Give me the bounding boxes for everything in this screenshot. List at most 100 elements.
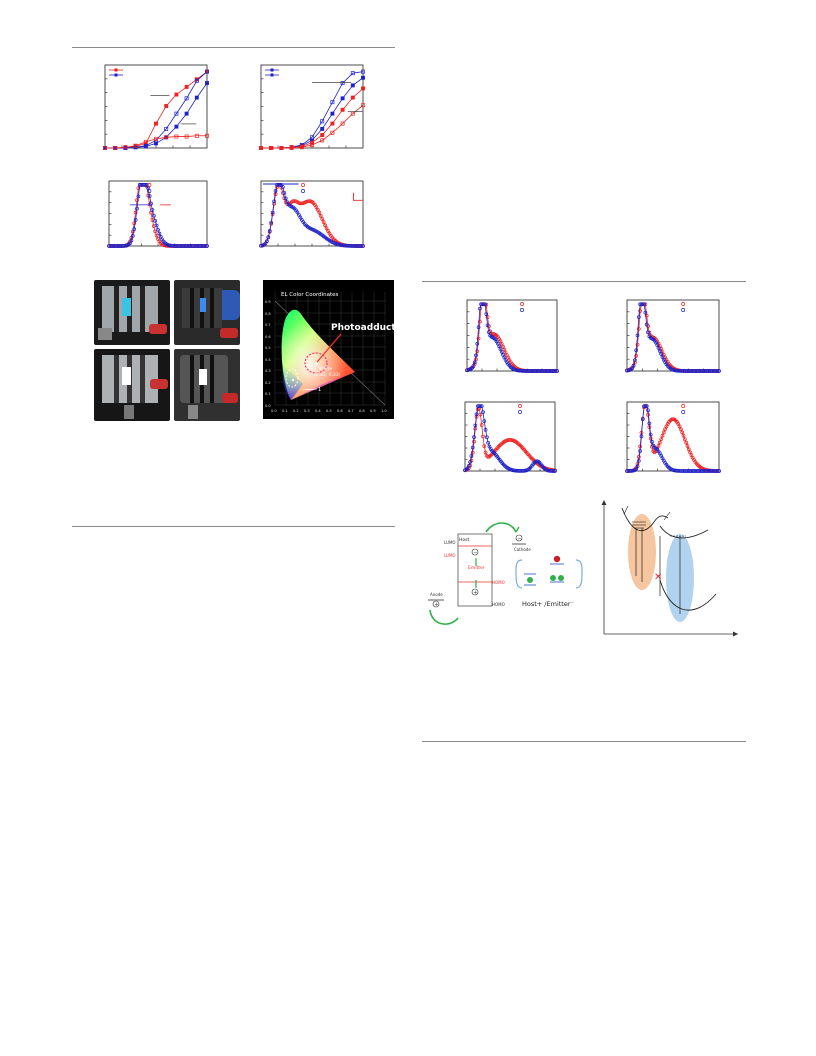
data-point	[471, 364, 476, 368]
data-point	[485, 323, 490, 328]
data-point	[684, 440, 688, 445]
data-point	[638, 302, 642, 307]
data-point	[676, 368, 681, 373]
data-point	[272, 199, 276, 204]
data-point	[129, 238, 134, 243]
data-point	[697, 469, 702, 473]
data-point	[542, 369, 546, 373]
green-arrow-bottom	[429, 609, 459, 625]
legend-swatch	[114, 68, 118, 72]
pl-spectrum-b	[625, 299, 721, 373]
cie-white-label: White	[319, 366, 332, 372]
cathode-electron-sign: −	[517, 536, 521, 542]
data-point	[539, 369, 544, 373]
data-point	[680, 469, 685, 473]
data-point	[547, 369, 552, 373]
data-point	[535, 369, 540, 373]
data-point	[481, 434, 485, 439]
jv-chart-right	[259, 64, 365, 150]
data-point	[707, 469, 712, 473]
data-point	[133, 143, 138, 148]
data-point	[644, 313, 649, 318]
cie-y-tick: 0.3	[265, 369, 271, 373]
data-point	[315, 207, 320, 212]
data-point	[266, 235, 271, 239]
data-point	[174, 92, 179, 97]
green-arrow-top	[485, 522, 517, 533]
complex-bracket-left	[515, 559, 523, 589]
data-point	[549, 469, 553, 473]
series-line-red-open	[109, 184, 207, 247]
data-point	[690, 369, 695, 373]
data-point	[270, 210, 275, 215]
cie-white-coords: (0.31, 0.33)	[314, 372, 341, 378]
cie-y-tick: 0.9	[265, 300, 271, 304]
data-point	[696, 469, 700, 473]
electron-in-host	[471, 548, 479, 556]
data-point	[133, 218, 138, 222]
cie-x-tick: 0.5	[326, 409, 332, 413]
data-point	[541, 369, 545, 373]
data-point	[269, 220, 274, 225]
data-point	[350, 71, 355, 76]
data-point	[551, 369, 555, 373]
data-point	[164, 135, 169, 140]
data-point	[476, 404, 480, 408]
data-point	[713, 369, 717, 373]
data-point	[658, 349, 662, 353]
data-point	[707, 369, 712, 373]
data-point	[537, 369, 541, 373]
data-point	[682, 469, 687, 473]
data-point	[627, 469, 632, 473]
data-point	[123, 145, 128, 150]
data-point	[259, 146, 263, 150]
data-point	[128, 241, 132, 245]
data-point	[656, 444, 661, 448]
data-point	[135, 206, 139, 211]
data-point	[478, 319, 482, 324]
cie-y-tick: 0.7	[265, 323, 271, 327]
data-point	[690, 469, 695, 473]
data-point	[544, 369, 549, 373]
data-point	[205, 69, 209, 74]
data-point	[320, 217, 325, 221]
data-point	[361, 75, 365, 80]
data-point	[636, 315, 641, 319]
data-point	[638, 309, 642, 313]
legend-marker	[518, 404, 522, 408]
data-point	[506, 438, 511, 442]
series-line-blue-filled	[105, 82, 208, 149]
cie-y-tick: 0.8	[265, 312, 271, 316]
emitter-label: Emitter	[468, 565, 485, 571]
data-point	[278, 183, 282, 187]
data-point	[685, 369, 690, 373]
lumo-mid-label: LUMO	[444, 553, 456, 558]
data-point	[320, 138, 325, 143]
data-point	[519, 368, 523, 373]
data-point	[685, 444, 690, 448]
series-line-blue-open	[109, 184, 207, 247]
data-point	[164, 104, 169, 108]
data-point	[474, 357, 478, 362]
legend-marker	[301, 189, 305, 193]
legend-swatch	[270, 73, 274, 77]
legend-marker	[518, 410, 522, 414]
plot-frame	[104, 64, 208, 149]
data-point	[350, 111, 355, 116]
data-point	[679, 369, 683, 373]
data-point	[675, 368, 679, 373]
data-point	[485, 315, 490, 319]
data-point	[136, 186, 141, 190]
data-point	[550, 369, 554, 373]
data-point	[635, 342, 640, 347]
data-point	[673, 468, 678, 473]
data-point	[150, 208, 155, 212]
data-point	[477, 404, 481, 408]
data-point	[659, 437, 664, 442]
data-point	[543, 369, 548, 373]
cie-y-tick: 0.2	[265, 381, 271, 385]
data-point	[684, 369, 688, 373]
data-point	[483, 302, 487, 307]
data-point	[693, 469, 698, 473]
data-point	[680, 430, 685, 435]
